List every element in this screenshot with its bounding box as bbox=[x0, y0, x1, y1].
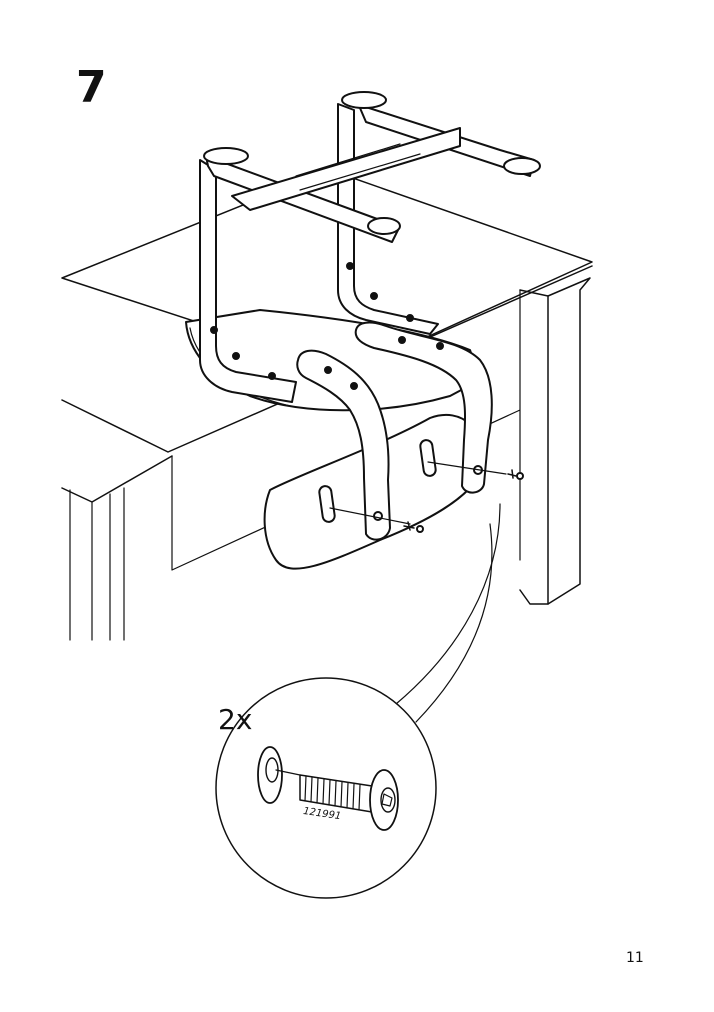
page-number: 11 bbox=[626, 950, 644, 966]
table bbox=[61, 169, 593, 641]
bolt-icon bbox=[299, 769, 399, 831]
chair-frame bbox=[199, 91, 541, 403]
screw-icon bbox=[403, 469, 524, 533]
washer-icon bbox=[257, 746, 283, 804]
step-number: 7 bbox=[76, 62, 107, 113]
quantity-label: 2x bbox=[218, 703, 253, 736]
callout bbox=[215, 503, 501, 899]
back-brackets bbox=[296, 321, 507, 541]
